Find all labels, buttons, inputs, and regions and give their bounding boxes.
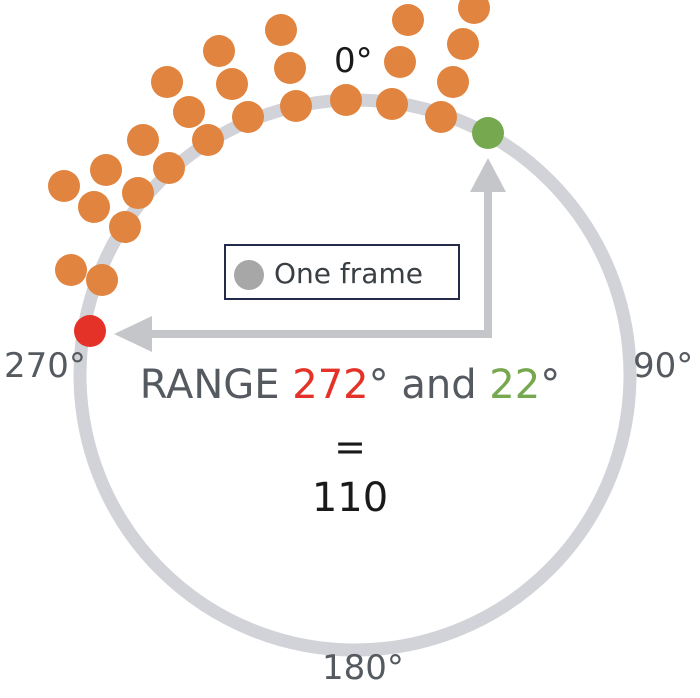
frame-dot bbox=[127, 124, 159, 156]
frame-dot bbox=[55, 254, 87, 286]
arrowhead-left-icon bbox=[114, 316, 152, 352]
connector-path bbox=[148, 192, 492, 338]
frame-dot bbox=[173, 96, 205, 128]
label-180-degrees: 180° bbox=[322, 648, 404, 688]
frame-dot bbox=[122, 177, 154, 209]
legend-dot-icon bbox=[234, 260, 264, 290]
range-result: 110 bbox=[311, 475, 389, 521]
frame-dot bbox=[151, 66, 183, 98]
frame-dot bbox=[330, 84, 362, 116]
frame-dot bbox=[384, 46, 416, 78]
frame-dot bbox=[376, 88, 408, 120]
label-270-degrees: 270° bbox=[4, 346, 86, 386]
label-0-degrees: 0° bbox=[334, 41, 373, 81]
label-90-degrees: 90° bbox=[633, 346, 694, 386]
range-equation: RANGE 272° and 22° bbox=[0, 362, 700, 408]
end-point-green bbox=[472, 117, 504, 149]
frame-dot bbox=[425, 101, 457, 133]
frame-dot bbox=[90, 154, 122, 186]
legend-label: One frame bbox=[274, 257, 423, 290]
frame-dot bbox=[153, 152, 185, 184]
frame-dot bbox=[203, 35, 235, 67]
frame-dot bbox=[280, 90, 312, 122]
frame-dot bbox=[78, 191, 110, 223]
frame-dot bbox=[437, 66, 469, 98]
range-unit-b: ° bbox=[540, 362, 561, 408]
equals-sign: = bbox=[334, 425, 366, 469]
frame-dot bbox=[447, 28, 479, 60]
frame-dot bbox=[265, 14, 297, 46]
frame-dot bbox=[109, 211, 141, 243]
frame-dot bbox=[458, 0, 490, 24]
range-unit-a: ° bbox=[368, 362, 389, 408]
frame-dots bbox=[48, 0, 490, 296]
range-value-a: 272 bbox=[292, 362, 369, 408]
frame-dot bbox=[392, 4, 424, 36]
frame-dot bbox=[192, 124, 224, 156]
arrowhead-up-icon bbox=[470, 158, 506, 192]
start-point-red bbox=[74, 315, 106, 347]
frame-dot bbox=[86, 264, 118, 296]
range-prefix: RANGE bbox=[139, 362, 293, 408]
frame-dot bbox=[232, 101, 264, 133]
range-middle: and bbox=[388, 362, 490, 408]
connector-arrows bbox=[114, 158, 506, 352]
frame-dot bbox=[274, 52, 306, 84]
frame-dot bbox=[216, 68, 248, 100]
range-value-b: 22 bbox=[489, 362, 541, 408]
legend: One frame bbox=[224, 244, 460, 300]
frame-dot bbox=[48, 170, 80, 202]
